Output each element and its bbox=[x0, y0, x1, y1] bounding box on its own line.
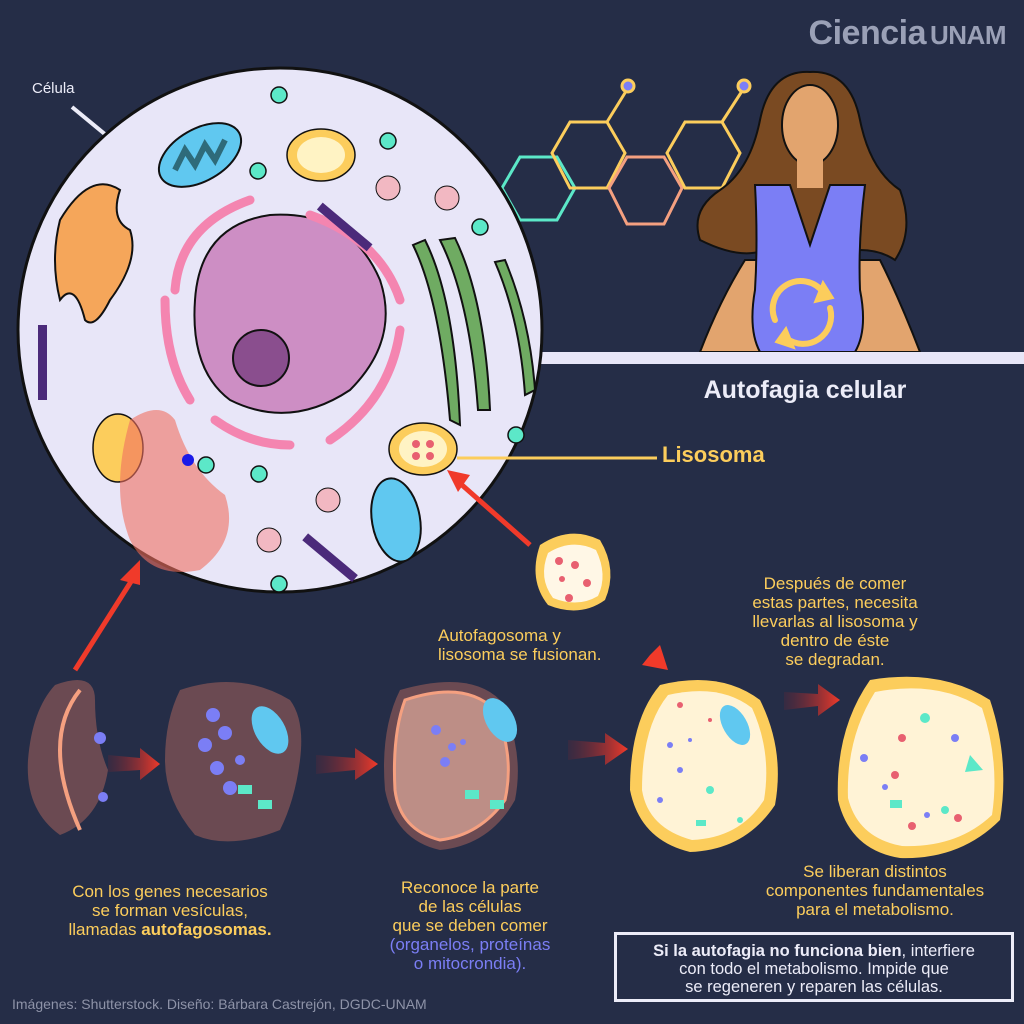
caption-genes: Con los genes necesarios se forman vesíc… bbox=[40, 882, 300, 939]
lysosome bbox=[286, 128, 356, 182]
warning-line: con todo el metabolismo. Impide que bbox=[679, 960, 949, 978]
caption-line: Se liberan distintos bbox=[803, 862, 947, 881]
flow-arrows bbox=[108, 684, 840, 780]
caption-line: Con los genes necesarios bbox=[72, 882, 268, 901]
caption-fusion: Autofagosoma y lisosoma se fusionan. bbox=[438, 626, 601, 664]
stage-4-autolysosome bbox=[630, 680, 778, 852]
lysosome-label: Lisosoma bbox=[662, 442, 765, 467]
caption-line: de las células bbox=[418, 897, 522, 916]
centrioles bbox=[38, 202, 373, 583]
caption-highlight: o mitocrondia). bbox=[413, 954, 527, 973]
caption-line: Reconoce la parte bbox=[401, 878, 539, 897]
logo-org: UNAM bbox=[930, 20, 1007, 50]
caption-line: llamadas autofagosomas. bbox=[40, 920, 300, 939]
woman-figure bbox=[696, 70, 922, 353]
caption-line: se degradan. bbox=[785, 650, 885, 669]
caption-line: para el metabolismo. bbox=[796, 900, 954, 919]
warning-box: Si la autofagia no funciona bien, interf… bbox=[614, 932, 1014, 1002]
caption-line: estas partes, necesita bbox=[752, 593, 918, 612]
nucleolus bbox=[232, 329, 290, 387]
caption-line: Después de comer bbox=[763, 574, 907, 593]
caption-line: Autofagosoma y bbox=[438, 626, 561, 645]
logo-brand: Ciencia bbox=[808, 14, 927, 52]
caption-line: dentro de éste bbox=[780, 631, 890, 650]
caption-line: componentes fundamentales bbox=[765, 881, 985, 900]
cell-label: Célula bbox=[32, 80, 75, 97]
caption-highlight: (organelos, proteínas bbox=[389, 935, 551, 954]
mitochondrion bbox=[370, 477, 422, 563]
star-organelles bbox=[256, 175, 460, 553]
molecule-hexagon-icon bbox=[500, 78, 752, 226]
golgi-apparatus bbox=[54, 183, 134, 324]
autophagosome-forming bbox=[120, 410, 230, 572]
caption-degradation: Después de comer estas partes, necesita … bbox=[725, 574, 945, 669]
stage-5-degradation bbox=[837, 676, 1004, 859]
stage-2-engulfing bbox=[165, 682, 302, 842]
caption-line: se forman vesículas, bbox=[92, 901, 248, 920]
mitochondria-cristae bbox=[172, 138, 228, 172]
caption-recognize: Reconoce la parte de las células que se … bbox=[360, 878, 580, 973]
vesicles bbox=[197, 86, 525, 593]
caption-prefix: llamadas bbox=[68, 920, 142, 939]
free-lysosome bbox=[535, 533, 611, 611]
caption-line: que se deben comer bbox=[392, 916, 548, 935]
stage-3-autophagosome bbox=[384, 682, 518, 850]
caption-line: lisosoma se fusionan. bbox=[438, 645, 602, 664]
image-credits: Imágenes: Shutterstock. Diseño: Bárbara … bbox=[12, 996, 427, 1012]
pointer-arrows bbox=[72, 470, 532, 672]
stage-1-phagophore bbox=[27, 680, 109, 835]
divider-bar bbox=[540, 352, 1024, 364]
warning-line: Si la autofagia no funciona bien, interf… bbox=[617, 942, 1011, 960]
warning-rest: , interfiere bbox=[901, 942, 975, 960]
fusion-arrow bbox=[585, 600, 668, 670]
warning-bold: Si la autofagia no funciona bien bbox=[653, 942, 902, 960]
recycle-cycle-icon bbox=[769, 278, 835, 350]
caption-bold-term: autofagosomas. bbox=[141, 920, 272, 939]
protein-dot bbox=[182, 454, 194, 466]
caption-line: llevarlas al lisosoma y bbox=[752, 612, 918, 631]
warning-line: se regeneren y reparen las células. bbox=[685, 978, 943, 996]
green-organelles bbox=[411, 236, 537, 427]
page-title: Autofagia celular bbox=[703, 376, 907, 404]
lysosome-target bbox=[388, 422, 458, 476]
caption-release: Se liberan distintos componentes fundame… bbox=[740, 862, 1010, 919]
